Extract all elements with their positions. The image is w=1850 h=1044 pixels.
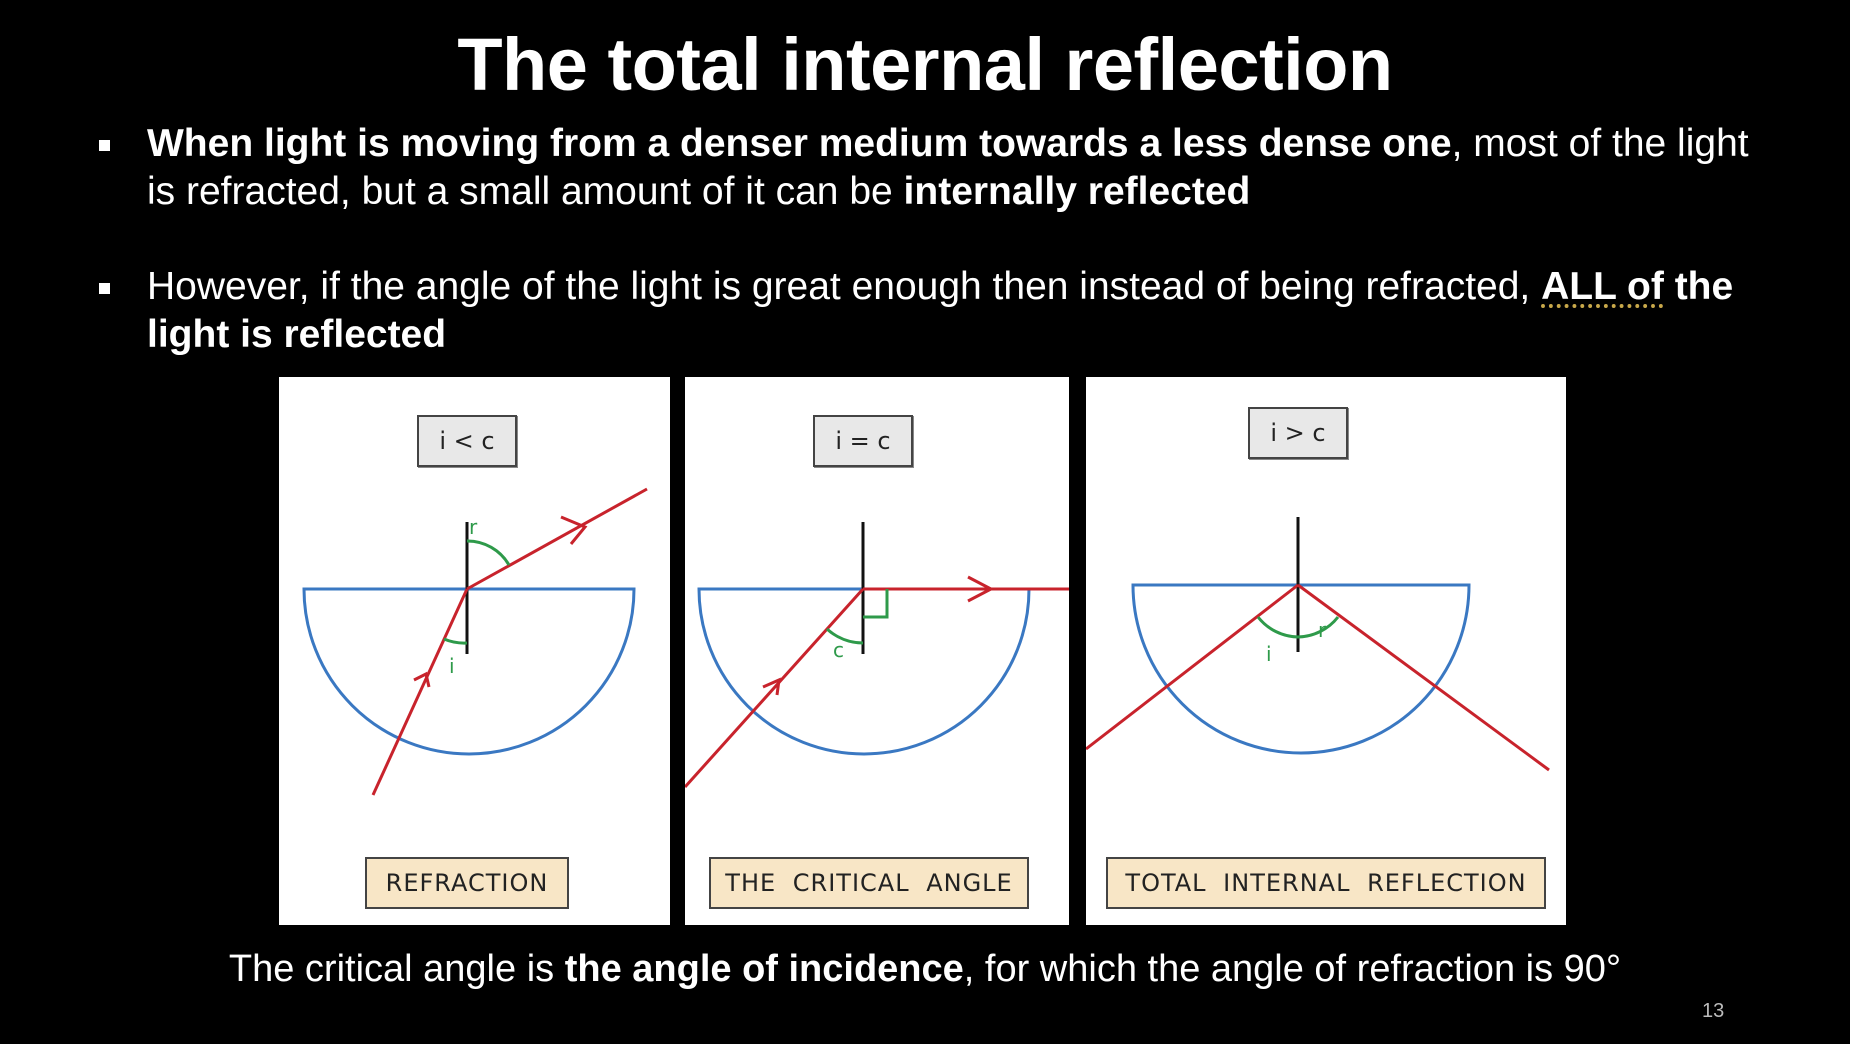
- condition-box: i > c: [1248, 407, 1348, 459]
- bullet-bold-tail: the light is reflected: [147, 265, 1734, 356]
- footer-statement: The critical angle is the angle of incid…: [0, 948, 1850, 991]
- glass-block-semicircle: [697, 587, 1031, 756]
- angle-label-r: r: [1318, 618, 1327, 642]
- panel-refraction: r i i < c REFRACTION: [279, 377, 670, 925]
- glass-block-semicircle: [302, 587, 636, 756]
- bullet-square-icon: [99, 140, 110, 151]
- bullet-list: When light is moving from a denser mediu…: [95, 120, 1775, 406]
- incident-ray: [371, 588, 469, 796]
- page-number: 13: [1702, 1000, 1725, 1022]
- reflected-ray: [1297, 583, 1550, 772]
- footer-text: The critical angle is: [228, 948, 565, 990]
- slide-title: The total internal reflection: [457, 23, 1393, 106]
- critical-angle-diagram: c: [685, 522, 1069, 789]
- angle-label-c: c: [833, 638, 844, 662]
- panel-caption: TOTAL INTERNAL REFLECTION: [1106, 857, 1546, 909]
- panel-caption: THE CRITICAL ANGLE: [709, 857, 1029, 909]
- incident-arrow-icon: [762, 677, 781, 696]
- refraction-diagram: r i: [302, 487, 648, 796]
- angle-label-r: r: [469, 515, 478, 539]
- condition-box: i < c: [417, 415, 517, 467]
- panel-critical-angle: c i = c THE CRITICAL ANGLE: [685, 377, 1069, 925]
- incident-ray: [1086, 583, 1299, 751]
- angle-label-i: i: [1266, 642, 1272, 666]
- bullet-bold-lead: When light is moving from a denser mediu…: [147, 122, 1452, 165]
- reflection-angle-arc: [1297, 616, 1340, 639]
- incident-ray: [685, 587, 865, 789]
- bullet-text: , most of the light is refracted, but a …: [147, 122, 1749, 213]
- footer-bold: the angle of incidence: [564, 948, 964, 990]
- refracted-arrow-icon: [967, 575, 995, 603]
- refracted-ray: [466, 487, 648, 591]
- refraction-angle-arc: [466, 539, 511, 566]
- glass-block-semicircle: [1131, 583, 1471, 755]
- bullet-square-icon: [99, 283, 110, 294]
- bullet-item: However, if the angle of the light is gr…: [95, 263, 1775, 359]
- incidence-angle-arc: [1256, 616, 1299, 639]
- total-internal-reflection-diagram: i r: [1086, 517, 1550, 772]
- incident-arrow-icon: [413, 671, 431, 688]
- bullet-item: When light is moving from a denser mediu…: [95, 120, 1775, 216]
- panel-caption: REFRACTION: [365, 857, 569, 909]
- right-angle-mark: [863, 589, 889, 619]
- panel-total-internal-reflection: i r i > c TOTAL INTERNAL REFLECTION: [1086, 377, 1566, 925]
- bullet-underlined-emphasis: ALL of: [1541, 265, 1664, 308]
- angle-label-i: i: [449, 654, 455, 678]
- refracted-arrow-icon: [560, 515, 588, 545]
- incidence-angle-arc: [443, 637, 468, 645]
- bullet-bold-tail: internally reflected: [903, 170, 1251, 213]
- bullet-text: However, if the angle of the light is gr…: [147, 265, 1542, 308]
- critical-angle-arc: [825, 627, 864, 645]
- footer-text: , for which the angle of refraction is 9…: [963, 948, 1622, 990]
- condition-box: i = c: [813, 415, 913, 467]
